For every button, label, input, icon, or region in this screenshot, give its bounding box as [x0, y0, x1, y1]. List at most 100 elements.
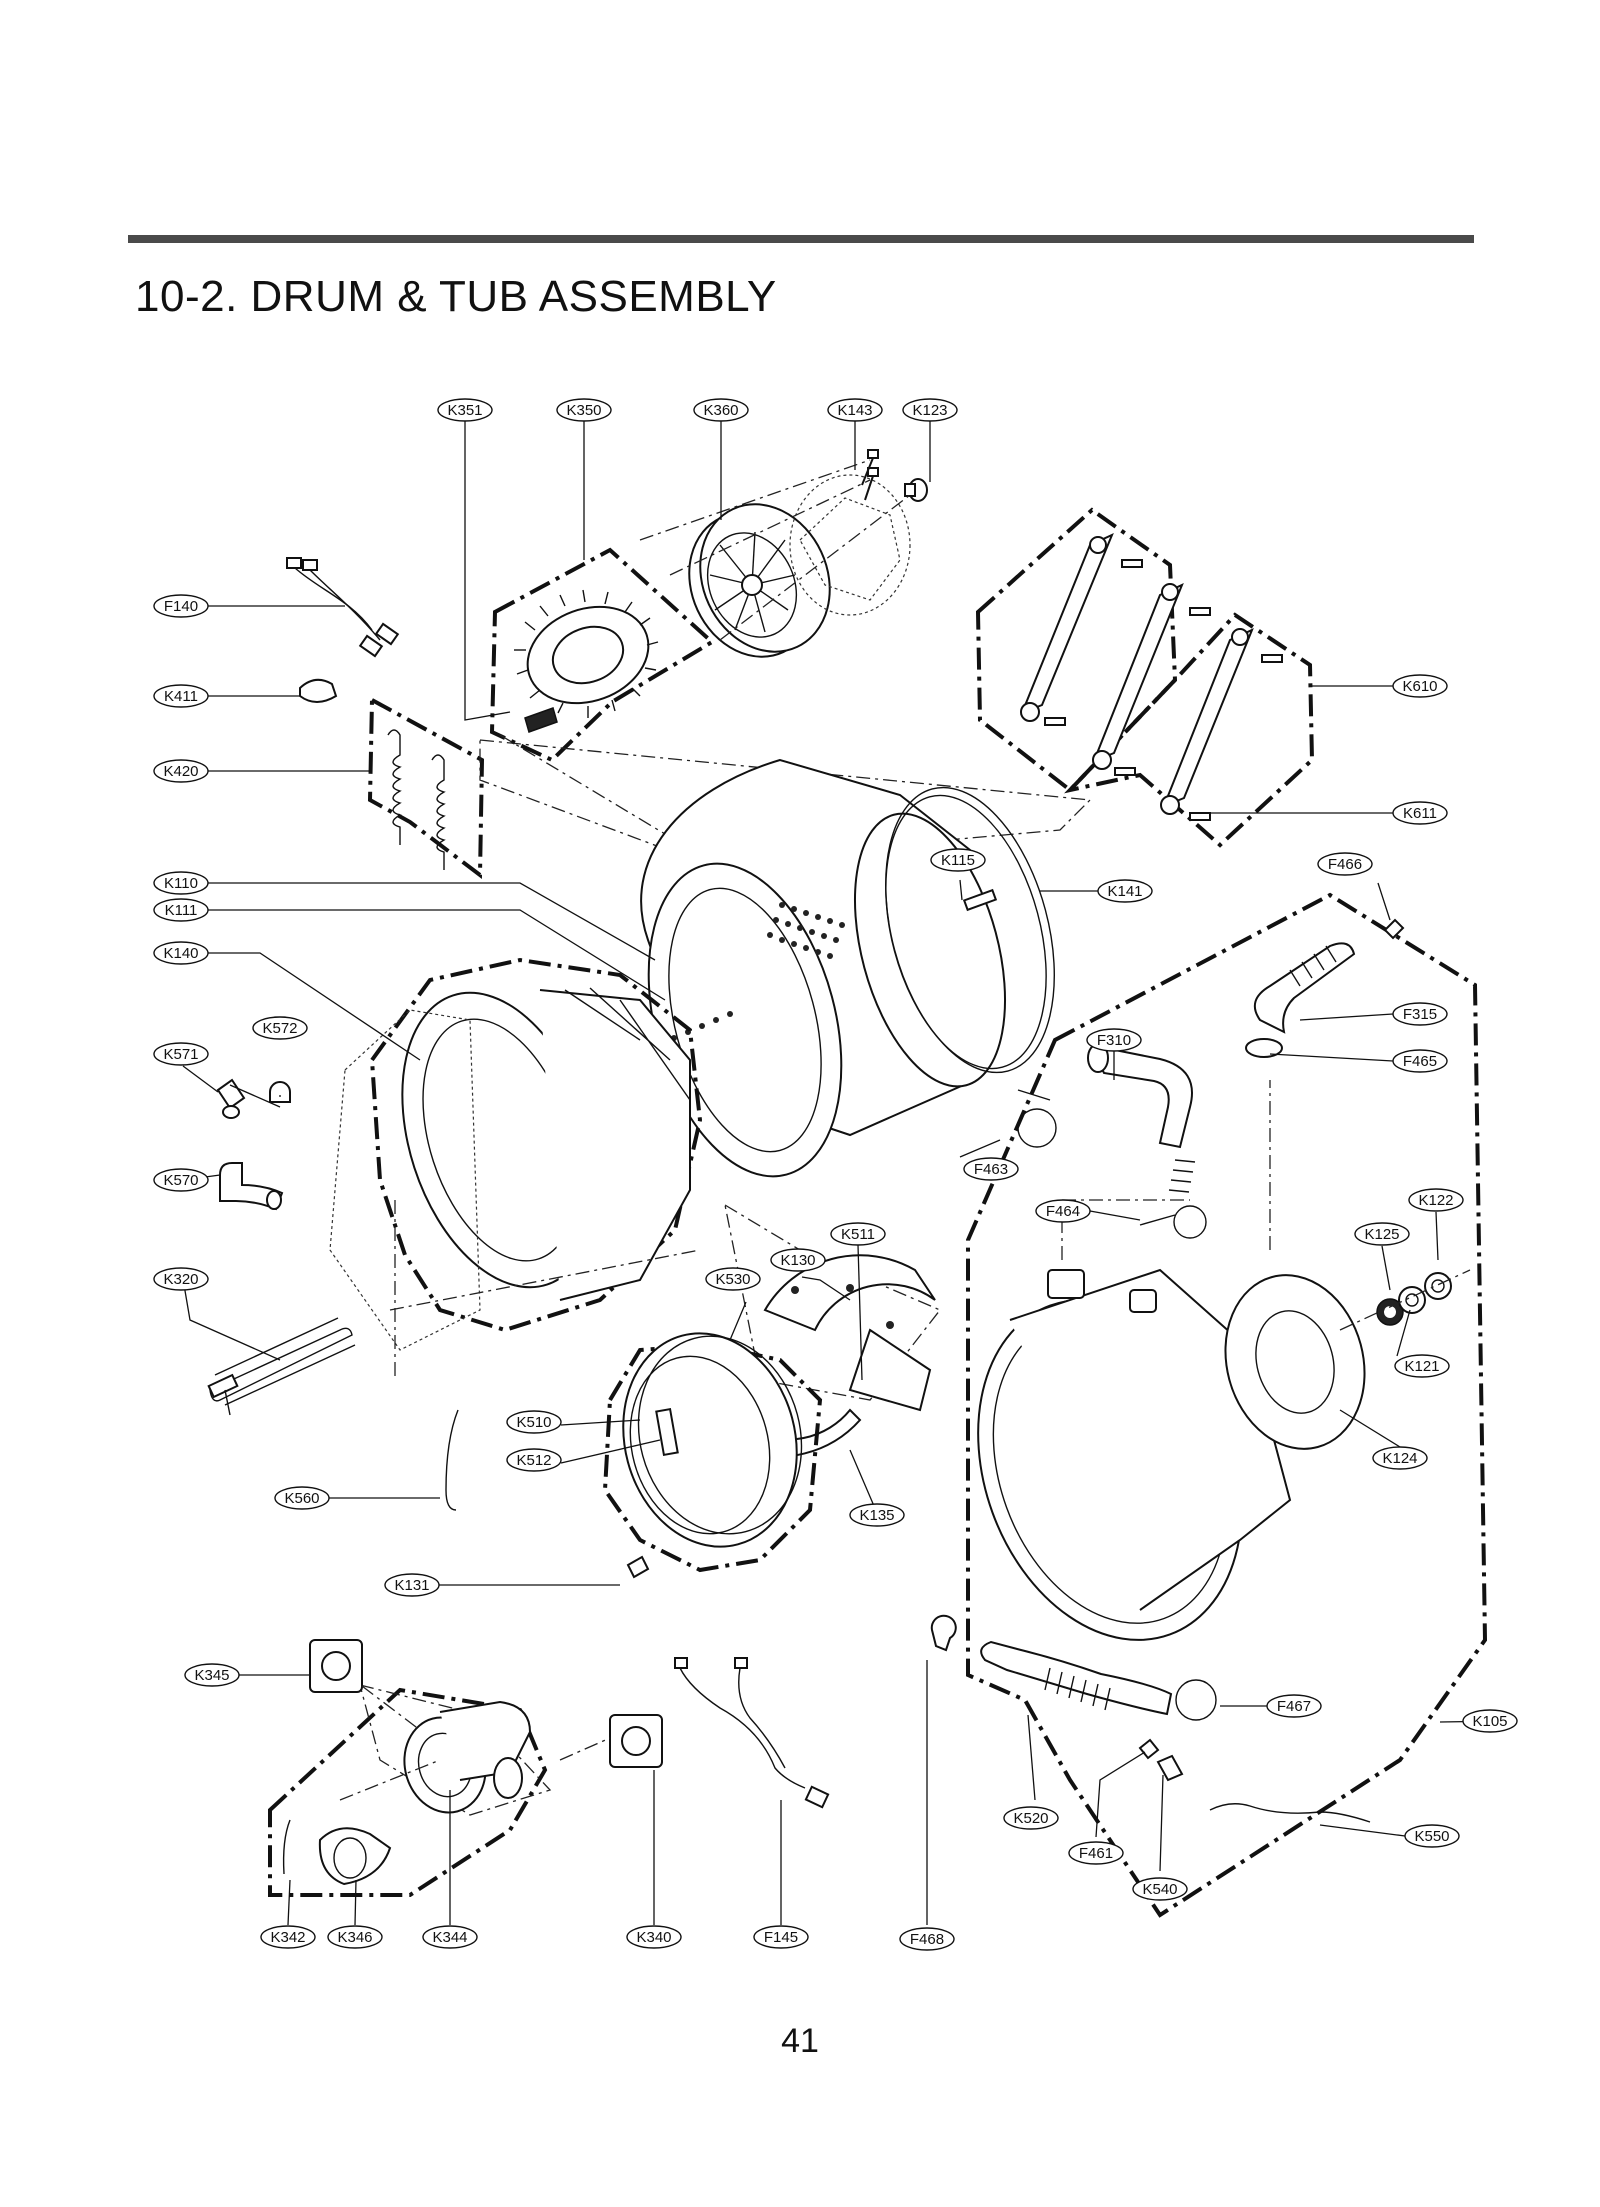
- svg-text:K530: K530: [715, 1271, 750, 1288]
- label-f467: F467: [1266, 1694, 1322, 1718]
- label-f310: F310: [1086, 1028, 1142, 1052]
- svg-text:K345: K345: [194, 1667, 229, 1684]
- svg-text:K511: K511: [841, 1226, 875, 1243]
- part-labels: K351 K350 K360 K143 K123 F140 K411 K420 …: [153, 398, 1518, 1951]
- label-k122: K122: [1408, 1188, 1464, 1212]
- leader-lines: [182, 421, 1506, 1926]
- label-f145: F145: [753, 1925, 809, 1949]
- label-k320: K320: [153, 1267, 209, 1291]
- svg-text:K141: K141: [1107, 883, 1142, 900]
- svg-text:K571: K571: [163, 1046, 198, 1063]
- svg-text:K411: K411: [164, 688, 198, 705]
- label-k115: K115: [930, 848, 986, 872]
- label-k340: K340: [626, 1925, 682, 1949]
- svg-text:K550: K550: [1414, 1828, 1449, 1845]
- svg-text:K572: K572: [262, 1020, 297, 1037]
- label-k512: K512: [506, 1448, 562, 1472]
- dampers-art: [975, 507, 1315, 848]
- svg-text:F468: F468: [910, 1931, 944, 1948]
- label-k350: K350: [556, 398, 612, 422]
- label-k342: K342: [260, 1925, 316, 1949]
- svg-text:K111: K111: [165, 902, 198, 919]
- svg-text:K351: K351: [447, 402, 482, 419]
- label-k111: K111: [153, 898, 209, 922]
- label-k611: K611: [1392, 801, 1448, 825]
- svg-text:F461: F461: [1079, 1845, 1113, 1862]
- page-title: 10-2. DRUM & TUB ASSEMBLY: [135, 272, 777, 321]
- svg-text:K610: K610: [1402, 678, 1437, 695]
- label-k346: K346: [327, 1925, 383, 1949]
- svg-text:K110: K110: [164, 875, 198, 892]
- label-f466: F466: [1317, 852, 1373, 876]
- svg-text:K420: K420: [163, 763, 198, 780]
- svg-text:K520: K520: [1013, 1810, 1048, 1827]
- svg-text:K570: K570: [163, 1172, 198, 1189]
- label-k530: K530: [705, 1267, 761, 1291]
- label-k360: K360: [693, 398, 749, 422]
- bottom-hose-art: [930, 1614, 1371, 1823]
- svg-text:K131: K131: [394, 1577, 429, 1594]
- svg-text:K540: K540: [1142, 1881, 1177, 1898]
- part-artwork: [207, 449, 1488, 1918]
- pump-art: [268, 1639, 663, 1897]
- svg-text:F465: F465: [1403, 1053, 1437, 1070]
- svg-text:F145: F145: [764, 1929, 798, 1946]
- svg-text:F310: F310: [1097, 1032, 1131, 1049]
- svg-text:F467: F467: [1277, 1698, 1311, 1715]
- label-f468: F468: [899, 1927, 955, 1951]
- door-gasket-art: [445, 1332, 823, 1579]
- svg-text:K135: K135: [859, 1507, 894, 1524]
- label-k520: K520: [1003, 1806, 1059, 1830]
- label-k123: K123: [902, 398, 958, 422]
- label-k130: K130: [770, 1248, 826, 1272]
- label-k610: K610: [1392, 674, 1448, 698]
- svg-text:K143: K143: [837, 402, 872, 419]
- svg-text:K611: K611: [1403, 805, 1437, 822]
- label-k560: K560: [274, 1486, 330, 1510]
- label-k351: K351: [437, 398, 493, 422]
- label-k121: K121: [1394, 1354, 1450, 1378]
- svg-text:F463: F463: [974, 1161, 1008, 1178]
- front-tub-art: [329, 957, 703, 1380]
- rear-tub-art: [966, 892, 1488, 1918]
- label-k550: K550: [1404, 1824, 1460, 1848]
- label-k345: K345: [184, 1663, 240, 1687]
- label-k135: K135: [849, 1503, 905, 1527]
- drum-art: [479, 739, 1092, 1178]
- label-f465: F465: [1392, 1049, 1448, 1073]
- label-k125: K125: [1354, 1222, 1410, 1246]
- label-k510: K510: [506, 1410, 562, 1434]
- svg-text:K123: K123: [912, 402, 947, 419]
- svg-text:F140: F140: [164, 598, 198, 615]
- label-f463: F463: [963, 1157, 1019, 1181]
- label-f140: F140: [153, 594, 209, 618]
- svg-text:K122: K122: [1418, 1192, 1453, 1209]
- springs-art: [367, 696, 485, 879]
- label-k571: K571: [153, 1042, 209, 1066]
- svg-text:K320: K320: [163, 1271, 198, 1288]
- label-k511: K511: [830, 1222, 886, 1246]
- label-k540: K540: [1132, 1877, 1188, 1901]
- svg-text:F466: F466: [1328, 856, 1362, 873]
- svg-text:F315: F315: [1403, 1006, 1437, 1023]
- small-fittings-art: [216, 1078, 291, 1211]
- label-k110: K110: [153, 871, 209, 895]
- svg-text:K140: K140: [163, 945, 198, 962]
- page-number: 41: [781, 2022, 819, 2060]
- svg-text:K105: K105: [1472, 1713, 1507, 1730]
- label-k344: K344: [422, 1925, 478, 1949]
- label-f315: F315: [1392, 1002, 1448, 1026]
- svg-text:K346: K346: [337, 1929, 372, 1946]
- svg-text:K124: K124: [1382, 1450, 1417, 1467]
- label-k131: K131: [384, 1573, 440, 1597]
- svg-text:K344: K344: [432, 1929, 467, 1946]
- svg-text:F464: F464: [1046, 1203, 1080, 1220]
- svg-text:K510: K510: [516, 1414, 551, 1431]
- label-k105: K105: [1462, 1709, 1518, 1733]
- harness-f145-art: [674, 1657, 830, 1809]
- label-k572: K572: [252, 1016, 308, 1040]
- hoses-art: [1017, 918, 1405, 1239]
- svg-text:K340: K340: [636, 1929, 671, 1946]
- label-k411: K411: [153, 684, 209, 708]
